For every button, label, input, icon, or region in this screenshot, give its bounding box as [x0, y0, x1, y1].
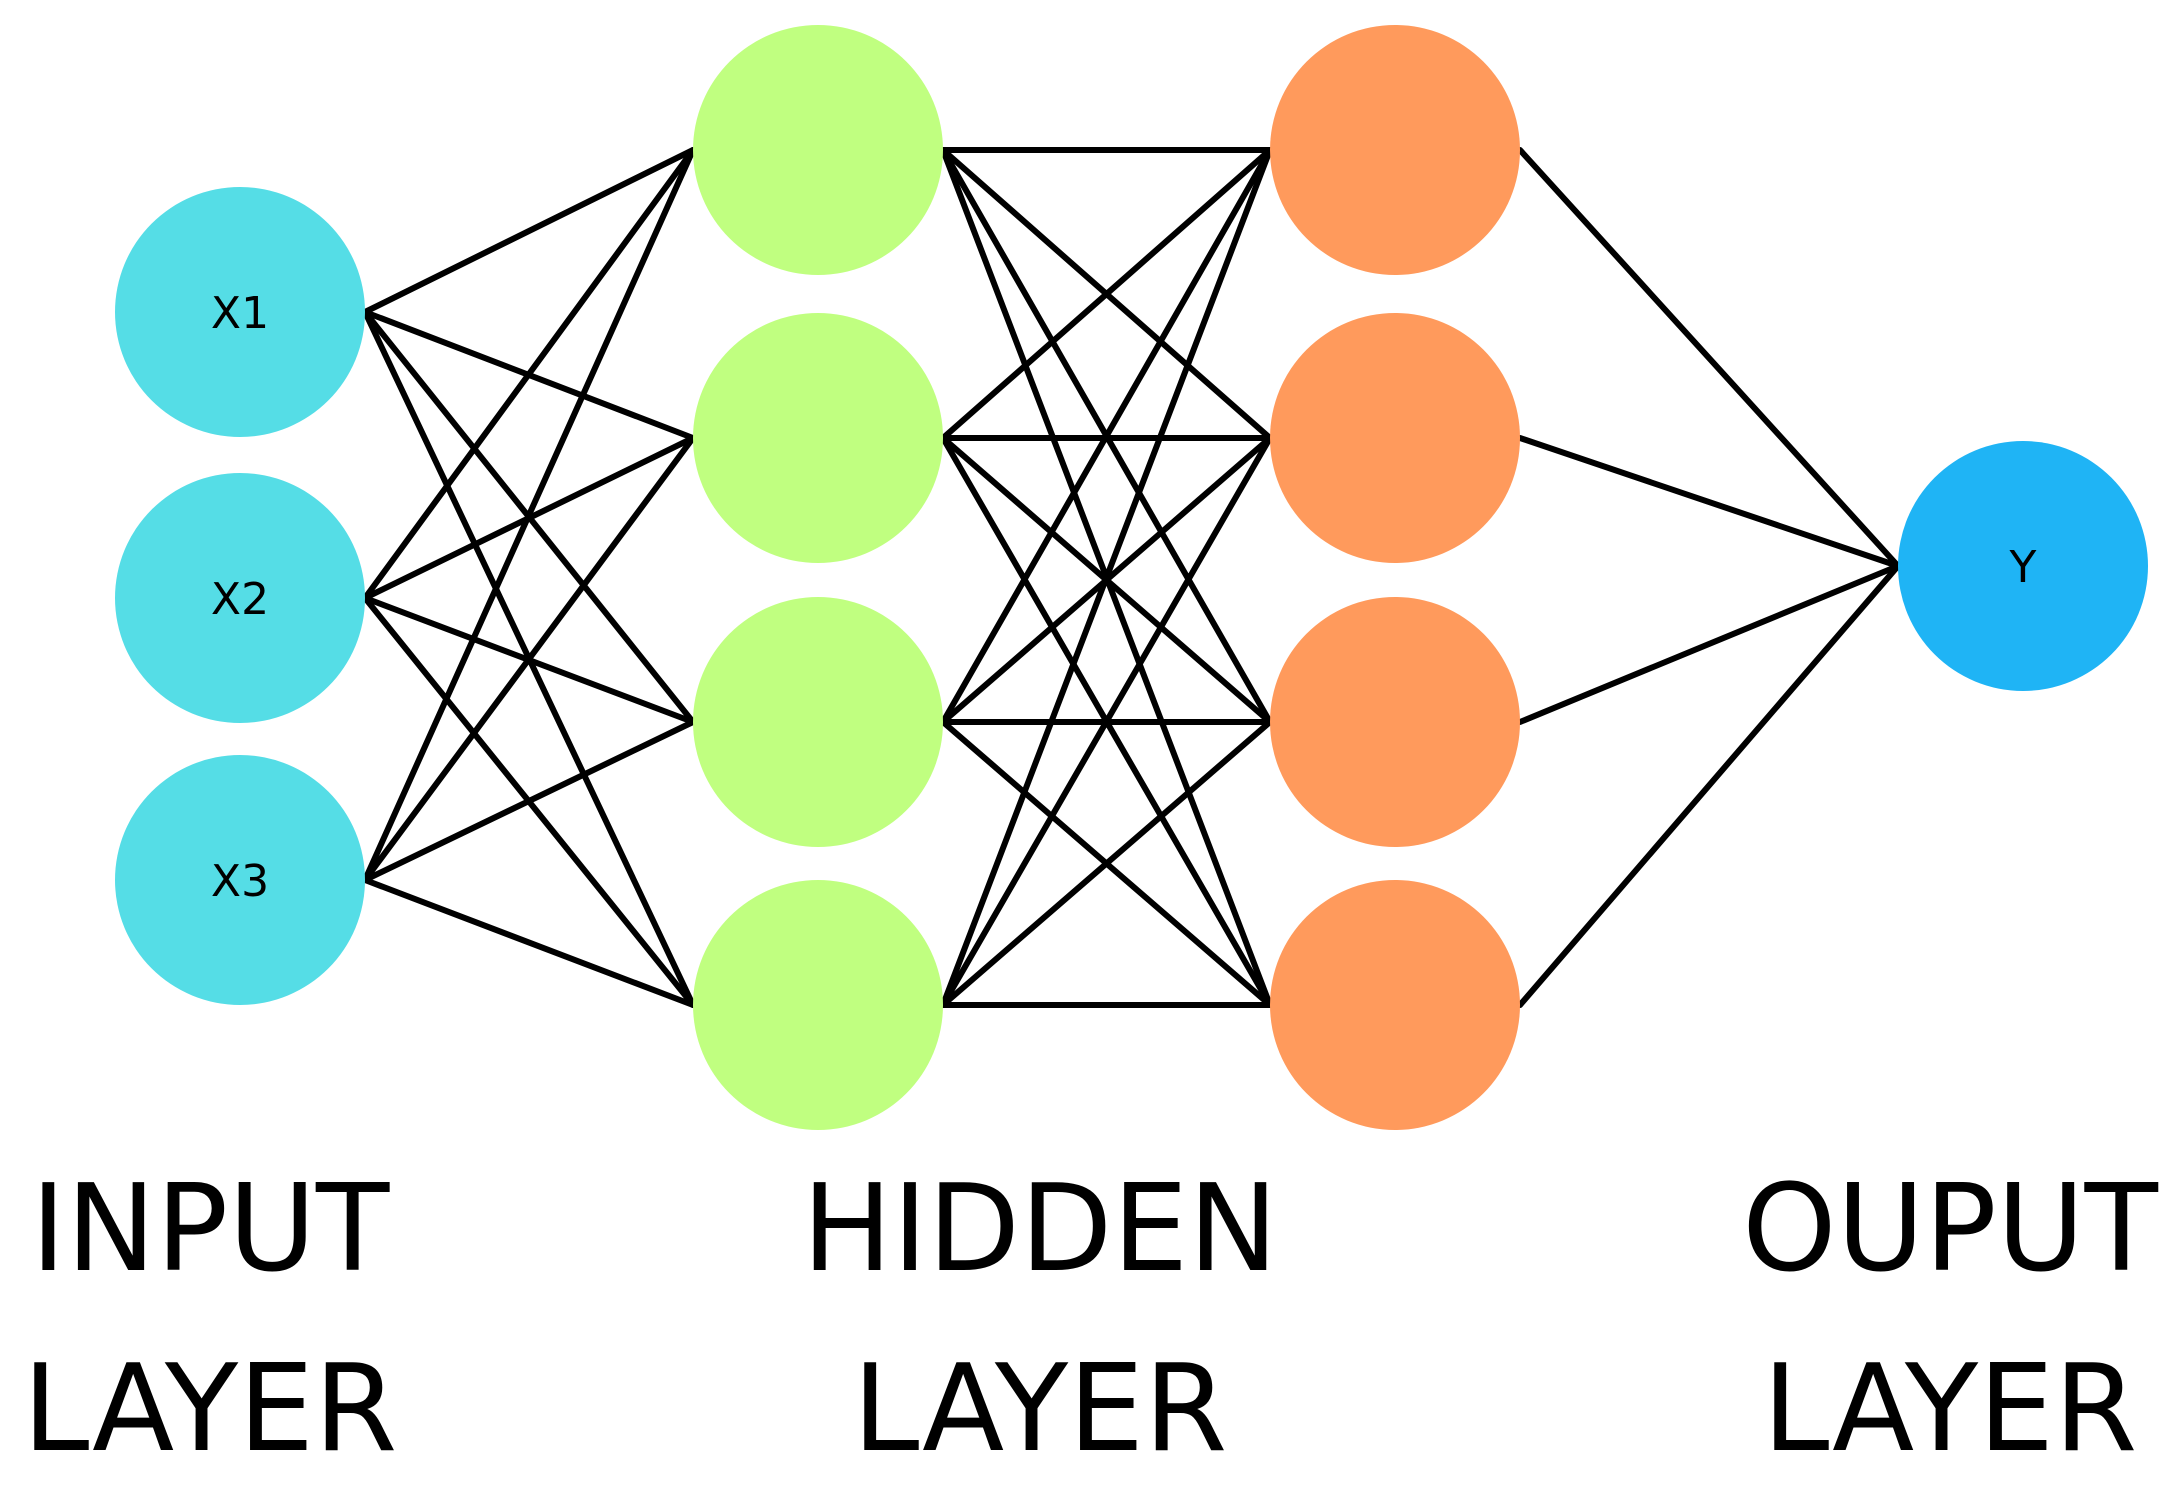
- hidden1-node-4: [693, 880, 943, 1130]
- edge-input-3-to-hidden1-3: [362, 719, 696, 883]
- edge-input-1-to-hidden1-1: [362, 147, 696, 315]
- edge-hidden1-4-to-hidden2-3: [940, 719, 1273, 1008]
- input-node-2: [115, 473, 365, 723]
- edge-hidden2-3-to-output-1: [1517, 563, 1901, 725]
- edge-input-3-to-hidden1-4: [362, 877, 696, 1008]
- input-node-2-label: X2: [211, 574, 269, 625]
- hidden2-node-3: [1270, 597, 1520, 847]
- edge-hidden1-2-to-hidden2-1: [940, 147, 1273, 441]
- input-node-3: [115, 755, 365, 1005]
- output-layer-label-line1: OUPUT: [1742, 1160, 2158, 1299]
- output-node-1: [1898, 441, 2148, 691]
- hidden-layer-label: HIDDEN LAYER: [780, 1140, 1300, 1500]
- edge-hidden1-3-to-hidden2-1: [940, 147, 1273, 725]
- input-node-1-label: X1: [211, 288, 269, 339]
- input-node-3-label: X3: [211, 856, 269, 907]
- edge-hidden1-4-to-hidden2-1: [940, 147, 1273, 1008]
- hidden1-node-1: [693, 25, 943, 275]
- edge-input-2-to-hidden1-1: [362, 147, 696, 601]
- input-node-1: [115, 187, 365, 437]
- hidden1-node-3: [693, 597, 943, 847]
- hidden2-node-4: [1270, 880, 1520, 1130]
- hidden-layer-label-line1: HIDDEN: [801, 1160, 1278, 1299]
- hidden1-node-2: [693, 313, 943, 563]
- hidden-layer-label-line2: LAYER: [852, 1340, 1228, 1479]
- edge-hidden2-1-to-output-1: [1517, 147, 1901, 569]
- input-layer-label-line2: LAYER: [22, 1340, 398, 1479]
- input-layer-label-line1: INPUT: [30, 1160, 390, 1299]
- edge-hidden2-4-to-output-1: [1517, 563, 1901, 1008]
- hidden2-node-1: [1270, 25, 1520, 275]
- edge-input-3-to-hidden1-1: [362, 147, 696, 883]
- edge-input-3-to-hidden1-2: [362, 435, 696, 883]
- output-layer-label: OUPUT LAYER: [1720, 1140, 2180, 1500]
- output-layer-label-line2: LAYER: [1762, 1340, 2138, 1479]
- connections: [362, 147, 1901, 1008]
- edge-hidden1-4-to-hidden2-2: [940, 435, 1273, 1008]
- output-node-1-label: Y: [2009, 542, 2037, 593]
- input-layer-label: INPUT LAYER: [0, 1140, 420, 1500]
- edge-hidden2-2-to-output-1: [1517, 435, 1901, 569]
- hidden2-node-2: [1270, 313, 1520, 563]
